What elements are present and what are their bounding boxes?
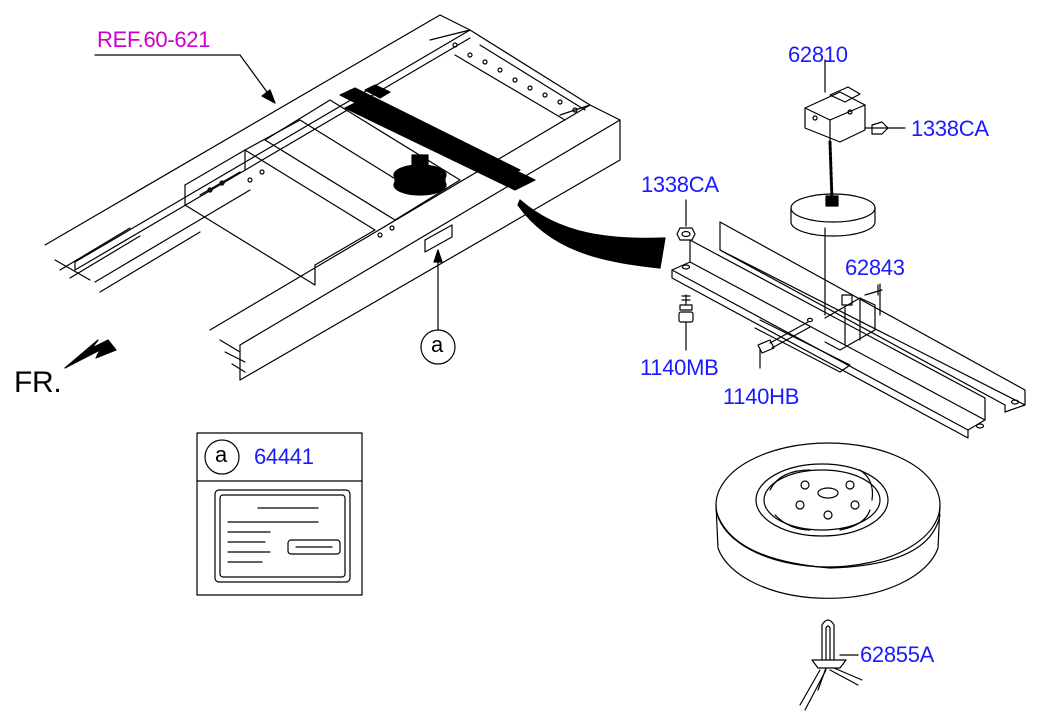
ref-label[interactable]: REF.60-621	[97, 27, 211, 52]
bolt-1140mb	[678, 294, 694, 351]
hoist-62810	[790, 59, 906, 316]
part-1140hb-label[interactable]: 1140HB	[723, 384, 800, 409]
callout-a-text: a	[431, 332, 444, 357]
part-1338ca-left-label[interactable]: 1338CA	[641, 172, 719, 197]
part-64441-label[interactable]: 64441	[254, 444, 314, 469]
nut-1338ca-left	[676, 199, 696, 241]
detail-leader	[517, 199, 666, 269]
callout-a-leader	[420, 249, 456, 365]
part-62855a-label[interactable]: 62855A	[860, 642, 935, 667]
part-62810-label[interactable]: 62810	[788, 42, 848, 67]
label-detail-box	[196, 432, 363, 596]
part-1140mb-label[interactable]: 1140MB	[640, 355, 719, 380]
frame-carrier-bracket	[339, 84, 536, 196]
ref-leader	[94, 54, 276, 104]
part-62843-label[interactable]: 62843	[845, 255, 905, 280]
part-1338ca-right-label[interactable]: 1338CA	[911, 116, 989, 141]
front-arrow	[64, 339, 117, 369]
bolt-1140hb	[757, 321, 811, 369]
chassis-frame	[44, 14, 621, 381]
tire-tool-62855a	[799, 619, 863, 711]
spare-tire	[715, 442, 941, 599]
callout-a-box-text: a	[215, 442, 228, 467]
front-direction-label: FR.	[14, 366, 62, 399]
spare-carrier-bracket	[671, 221, 1026, 439]
